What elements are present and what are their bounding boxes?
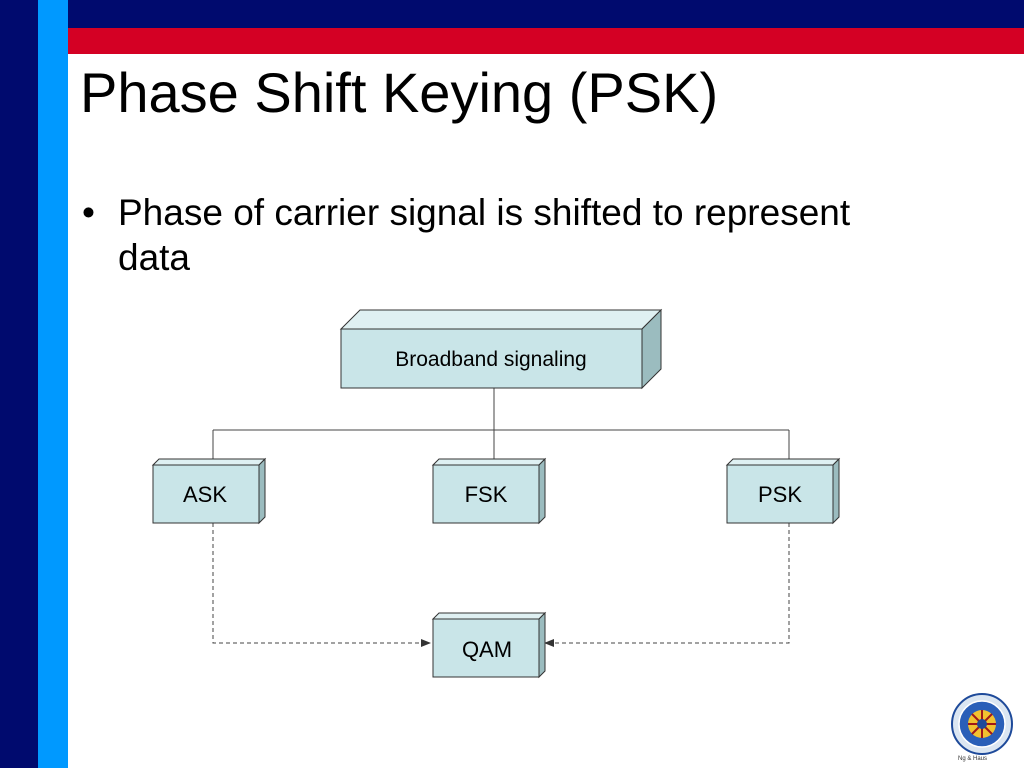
- bullet-text: Phase of carrier signal is shifted to re…: [118, 192, 851, 279]
- node-top-face: [725, 458, 841, 466]
- node-front-face: [432, 464, 540, 524]
- tree-connectors: [212, 388, 790, 462]
- node-front-face: [432, 618, 540, 678]
- bullet-dot: •: [82, 192, 95, 233]
- top-navy-band: [0, 0, 1024, 28]
- dashed-arrow-psk-to-qam: [544, 523, 790, 647]
- node-side-face: [538, 611, 546, 679]
- left-blue-band: [38, 0, 68, 768]
- node-label-ask: ASK: [183, 482, 227, 507]
- node-label-broadband-signaling: Broadband signaling: [395, 348, 586, 371]
- seal-caption: Ng & Haus: [958, 756, 988, 762]
- seal-icon: [951, 693, 1013, 755]
- node-front-face: [152, 464, 260, 524]
- node-side-face: [832, 457, 840, 525]
- node-top-face: [431, 612, 547, 620]
- top-red-band: [0, 28, 1024, 54]
- node-label-psk: PSK: [758, 482, 802, 507]
- node-top-face: [431, 458, 547, 466]
- slide-title: Phase Shift Keying (PSK): [80, 61, 719, 124]
- dashed-connectors: [212, 523, 790, 647]
- node-label-fsk: FSK: [465, 482, 508, 507]
- node-top-face: [339, 309, 663, 330]
- node-front-face: [726, 464, 834, 524]
- node-top-face: [151, 458, 267, 466]
- node-front-face: [340, 328, 643, 389]
- node-label-qam: QAM: [462, 637, 512, 662]
- node-side-face: [258, 457, 266, 525]
- node-side-face: [538, 457, 546, 525]
- dashed-arrow-ask-to-qam: [212, 523, 431, 647]
- node-qam: QAM: [431, 611, 547, 679]
- node-ask: ASK: [151, 457, 267, 525]
- node-broadband-signaling: Broadband signaling: [339, 308, 663, 390]
- left-navy-band: [0, 0, 38, 768]
- node-fsk: FSK: [431, 457, 547, 525]
- node-psk: PSK: [725, 457, 841, 525]
